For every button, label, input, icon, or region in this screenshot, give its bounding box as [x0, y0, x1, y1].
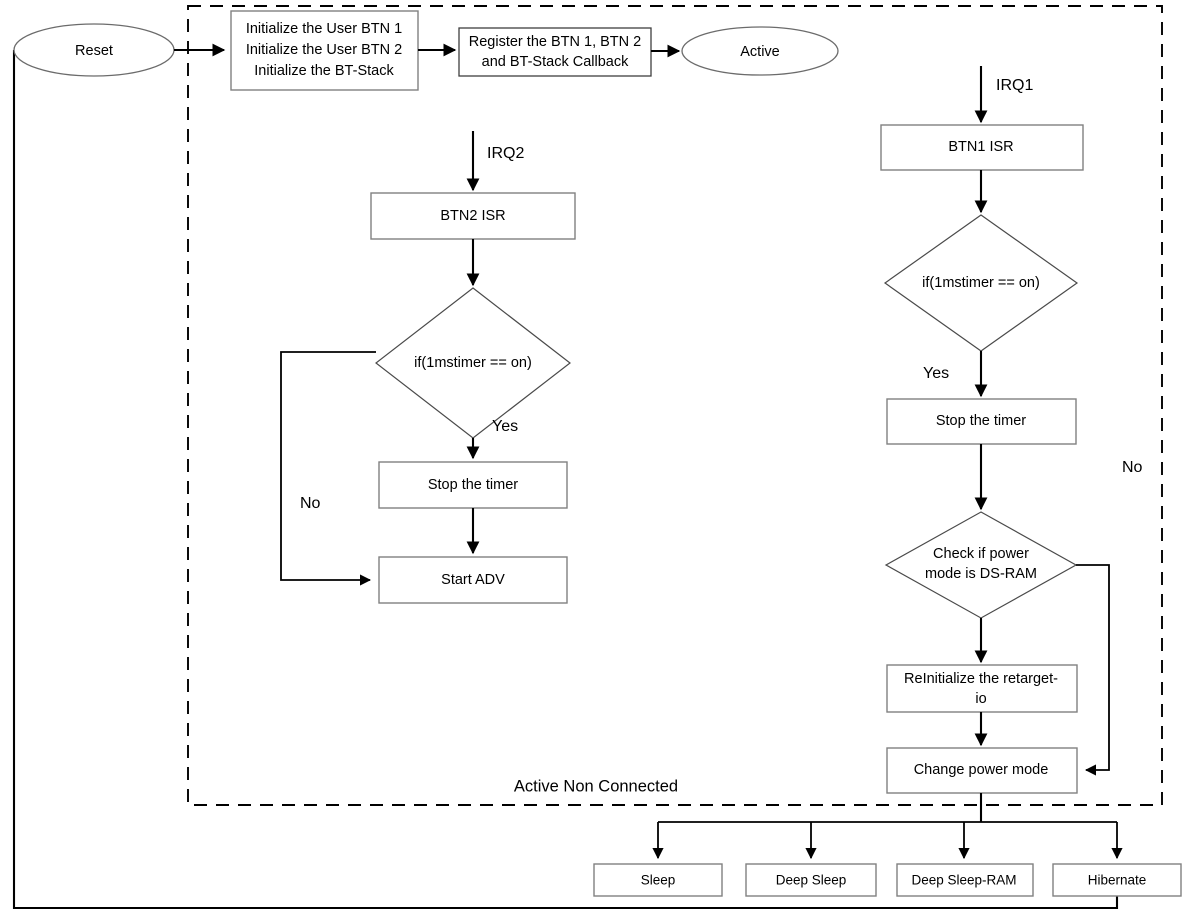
node-initialize-line3: Initialize the BT-Stack: [254, 63, 394, 79]
node-deep-sleep-ram: [896, 863, 1034, 897]
node-register-callback-line1: Register the BTN 1, BTN 2: [469, 34, 641, 50]
node-btn1-timer-check-label: if(1mstimer == on): [922, 275, 1040, 291]
edge-label-irq2: IRQ2: [487, 145, 524, 162]
node-btn1-isr-label: BTN1 ISR: [948, 139, 1013, 155]
node-reset-label: Reset: [75, 43, 113, 59]
edge-label-btn1-yes: Yes: [923, 365, 949, 382]
node-sleep: [593, 863, 723, 897]
edge-label-btn2-no: No: [300, 495, 321, 512]
node-btn2-stop-timer-label: Stop the timer: [428, 477, 518, 493]
node-start-adv-label: Start ADV: [441, 572, 505, 588]
node-btn2-stop-timer: [378, 461, 568, 509]
node-initialize: [230, 10, 419, 91]
edge-dsramcheck-bypass-to-changepowermode: [1076, 564, 1110, 776]
edge-label-irq1: IRQ1: [996, 77, 1033, 94]
node-active: [681, 26, 839, 76]
node-btn1-stop-timer: [886, 398, 1077, 445]
active-non-connected-region: [187, 5, 1163, 806]
node-active-label: Active: [740, 44, 780, 60]
node-initialize-line2: Initialize the User BTN 2: [246, 42, 402, 58]
edge-btn2check-no-to-startadv: [280, 351, 376, 586]
node-deep-sleep: [745, 863, 877, 897]
node-register-callback: [458, 27, 652, 77]
node-register-callback-line2: and BT-Stack Callback: [482, 54, 629, 70]
node-btn1-isr: [880, 124, 1084, 171]
node-btn2-timer-check-label: if(1mstimer == on): [414, 355, 532, 371]
node-reinit-retarget-io-line2: io: [975, 691, 986, 707]
edge-label-btn2-yes: Yes: [492, 418, 518, 435]
node-deep-sleep-label: Deep Sleep: [776, 873, 847, 888]
node-deep-sleep-ram-label: Deep Sleep-RAM: [911, 873, 1016, 888]
node-btn1-stop-timer-label: Stop the timer: [936, 413, 1026, 429]
edge-label-btn1-no: No: [1122, 459, 1143, 476]
node-initialize-line1: Initialize the User BTN 1: [246, 21, 402, 37]
node-btn2-isr: [370, 192, 576, 240]
node-sleep-label: Sleep: [641, 873, 676, 888]
region-label: Active Non Connected: [514, 777, 678, 795]
edge-hibernate-to-reset: [12, 50, 1119, 910]
node-hibernate: [1052, 863, 1182, 897]
node-reinit-retarget-io-line1: ReInitialize the retarget-: [904, 671, 1058, 687]
node-check-ds-ram-line1: Check if power: [933, 546, 1029, 562]
node-reinit-retarget-io: [886, 664, 1078, 713]
node-check-ds-ram-line2: mode is DS-RAM: [925, 566, 1037, 582]
node-change-power-mode-label: Change power mode: [914, 762, 1049, 778]
node-btn2-isr-label: BTN2 ISR: [440, 208, 505, 224]
node-hibernate-label: Hibernate: [1088, 873, 1147, 888]
node-start-adv: [378, 556, 568, 604]
node-change-power-mode: [886, 747, 1078, 794]
